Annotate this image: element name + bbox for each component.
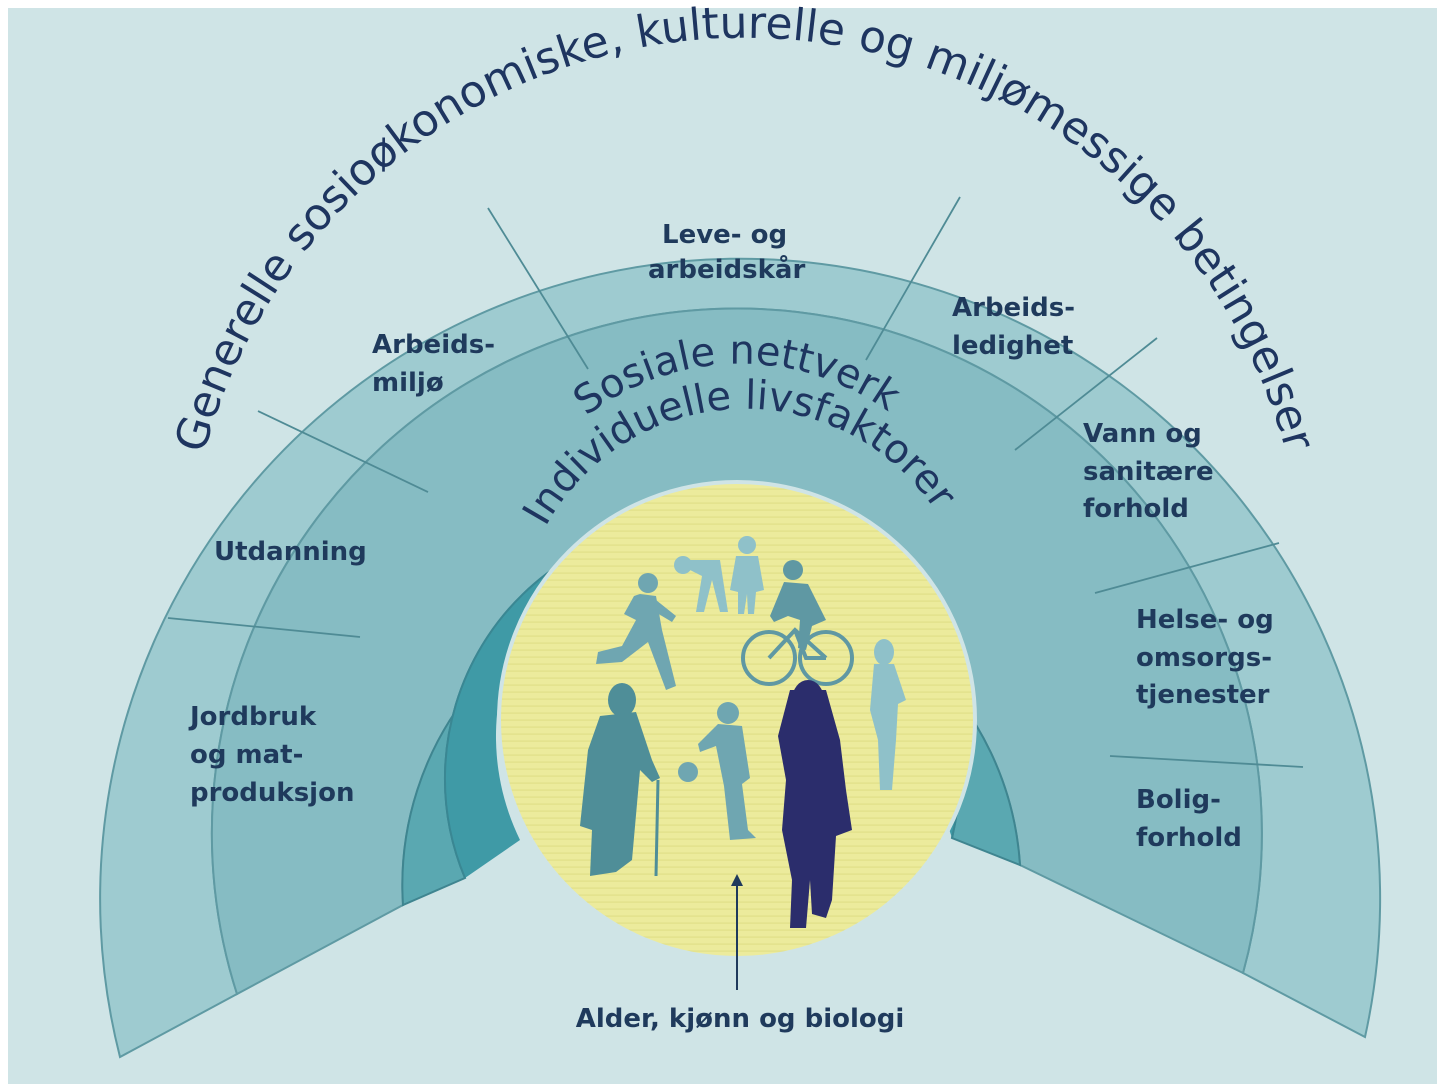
individual-ring <box>444 500 968 878</box>
people-silhouettes <box>580 536 906 928</box>
segment-dividers <box>167 196 1304 768</box>
runner-silhouette <box>596 573 676 690</box>
segment-label-bolig: Bolig- forhold <box>1136 785 1242 853</box>
core-caption: Alder, kjønn og biologi <box>576 1004 905 1034</box>
child-with-ball-silhouette <box>678 702 756 840</box>
caption-pointer-arrow <box>731 874 743 886</box>
woman-standing-silhouette <box>870 639 906 790</box>
stretching-silhouette <box>674 556 728 612</box>
segment-labels: Jordbruk og mat- produksjon Utdanning Ar… <box>188 220 1283 853</box>
segment-label-arbeidsledighet: Arbeids- ledighet <box>952 293 1084 361</box>
standing-man-silhouette <box>730 536 764 614</box>
segment-label-vann: Vann og sanitære forhold <box>1083 419 1223 524</box>
woman-walking-silhouette <box>778 680 852 928</box>
segment-label-arbeidsmiljo: Arbeids- miljø <box>372 330 504 398</box>
segment-label-jordbruk: Jordbruk og mat- produksjon <box>188 702 354 808</box>
cyclist-silhouette <box>741 560 854 686</box>
elderly-woman-silhouette <box>580 683 660 877</box>
segment-label-utdanning: Utdanning <box>214 537 367 567</box>
segment-label-leve: Leve- og arbeidskår <box>648 220 805 285</box>
segment-label-helse: Helse- og omsorgs- tjenester <box>1136 605 1283 710</box>
